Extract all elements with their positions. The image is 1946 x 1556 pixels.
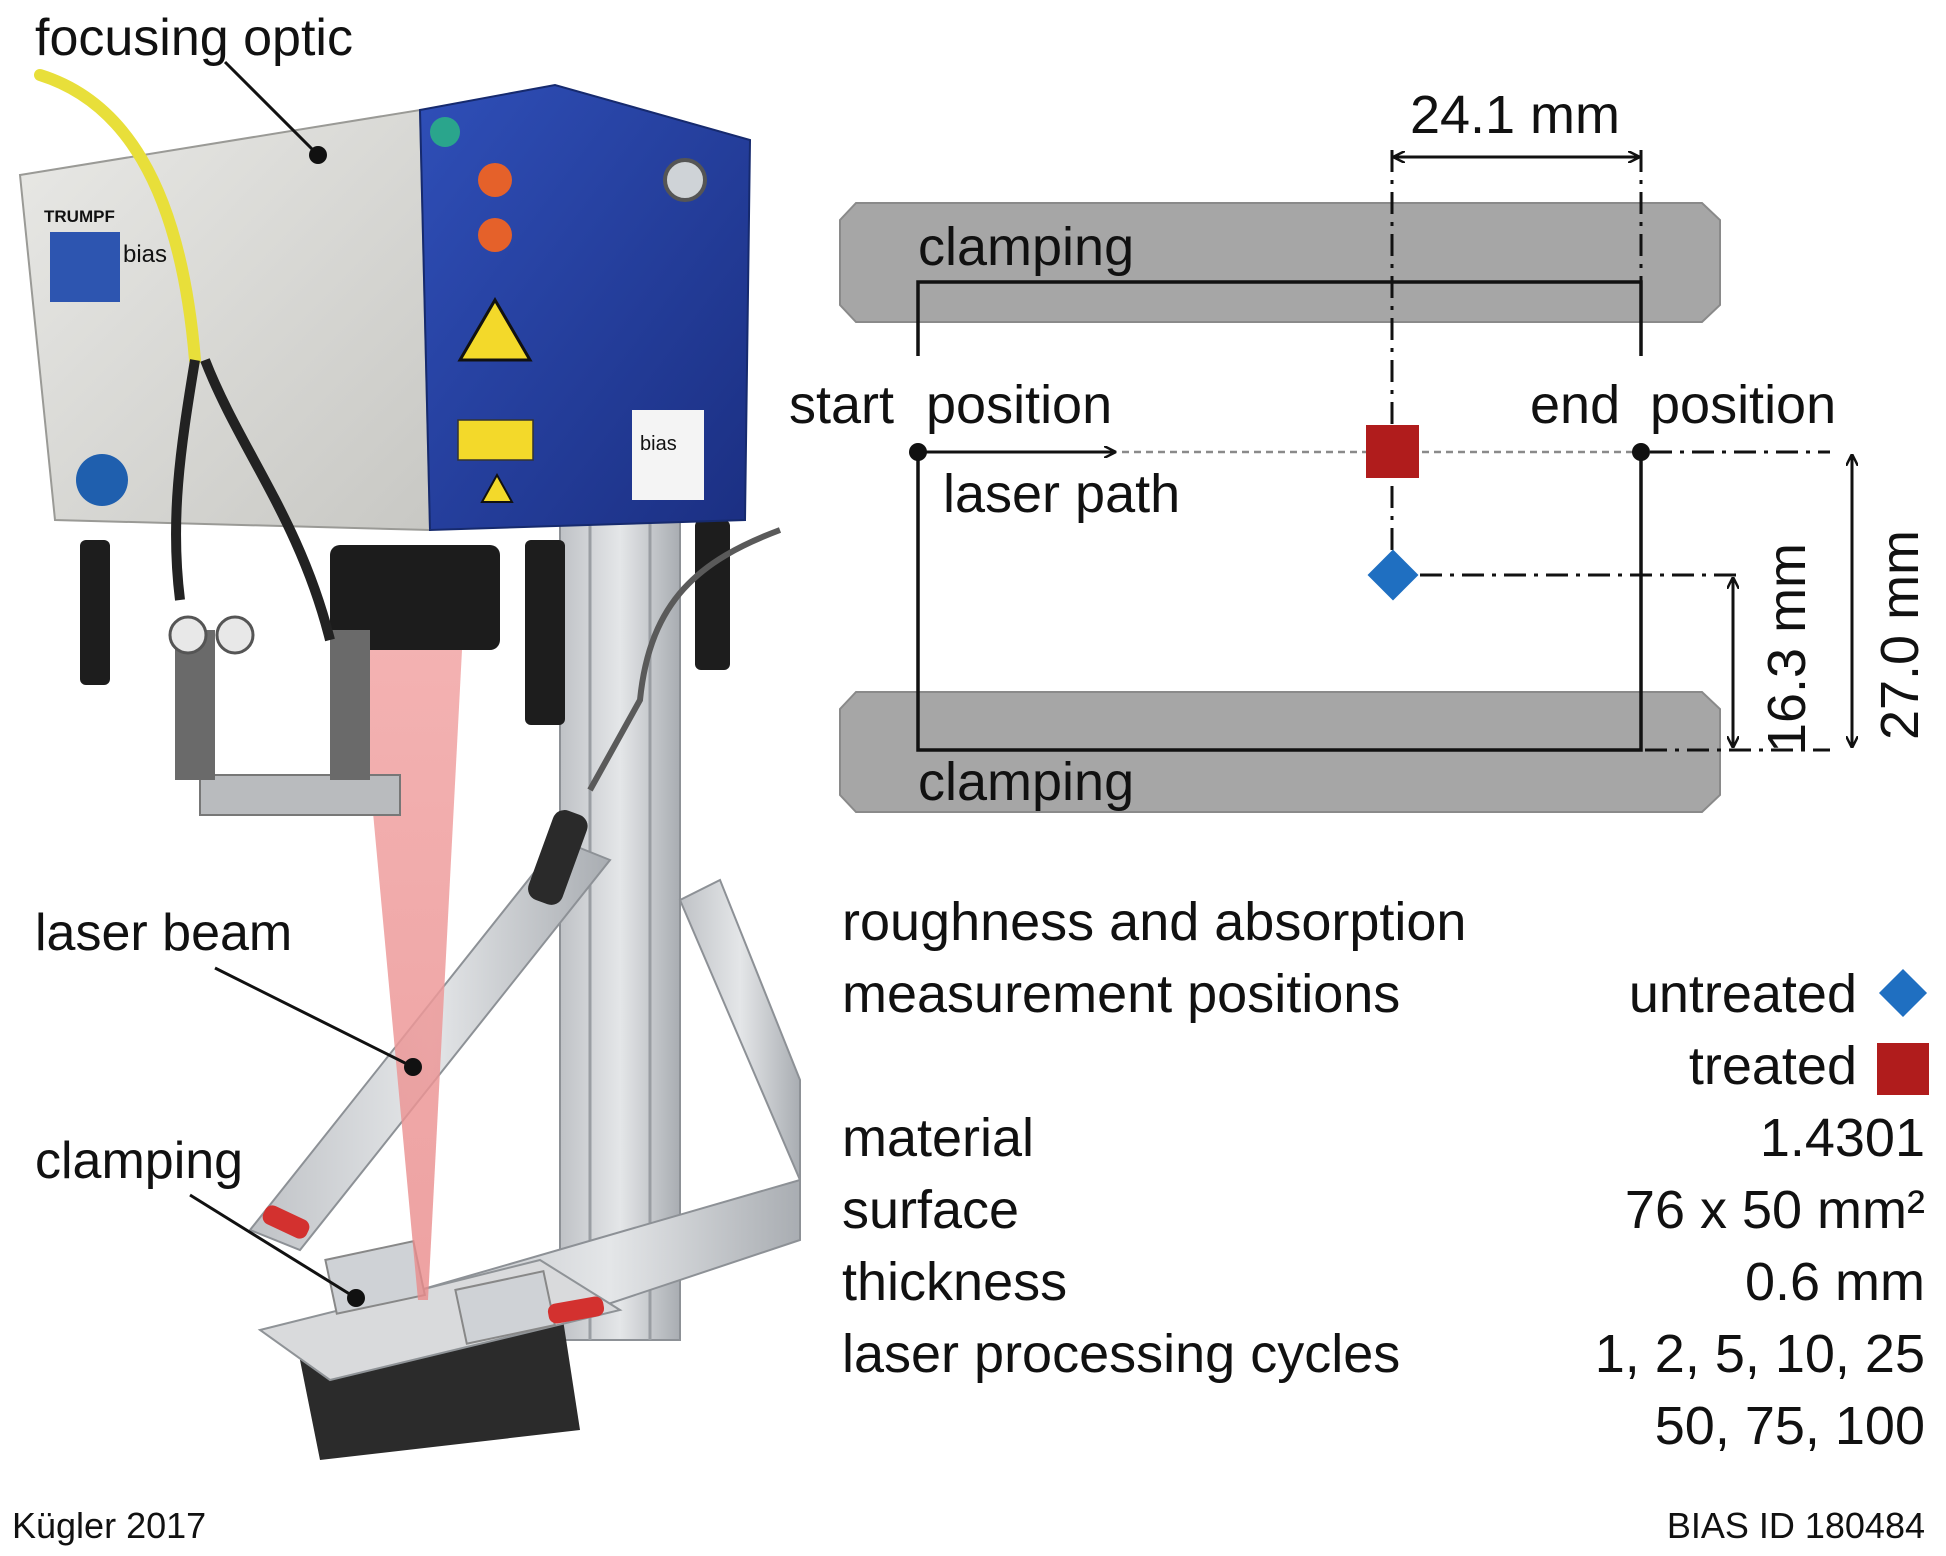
leader-focusing-optic [223,60,320,157]
lens-housing [330,545,500,650]
row-label-cycles: laser processing cycles [842,1324,1400,1384]
start-position-label: position [926,375,1112,435]
work-table-base [300,1300,580,1460]
footer-left: Kügler 2017 [12,1505,206,1546]
photo-annotations: focusing optic laser beam clamping [35,9,422,1307]
end-point [1632,443,1650,461]
row-label-thickness: thickness [842,1252,1067,1312]
sensor-head [528,810,588,905]
fiber-cable [34,69,201,366]
optic-holder-bracket [199,774,401,816]
machine-photo: TRUMPF bias bias [18,69,801,1460]
end-label: end [1530,375,1620,435]
legend-treated-icon [1877,1043,1929,1095]
row-value-thickness: 0.6 mm [1745,1252,1925,1312]
brand-text: TRUMPF [44,207,115,226]
safety-sign-icon [76,454,128,506]
pressure-gauge-left [168,615,208,655]
laser-path-label: laser path [943,464,1180,524]
frame-strut-right [678,878,801,1181]
info-heading-line2: measurement positions [842,964,1400,1024]
footer-right: BIAS ID 180484 [1667,1505,1925,1546]
info-block: roughness and absorption measurement pos… [842,892,1929,1456]
clamp-top-label: clamping [918,217,1134,277]
gas-hose [200,358,335,642]
row-value-cycles: 1, 2, 5, 10, 25 [1595,1324,1925,1384]
bias-logo: bias [640,433,677,455]
row-value-cycles-line2: 50, 75, 100 [1655,1396,1925,1456]
clamp-bar-bottom [839,691,1721,813]
treated-marker [1366,425,1419,478]
indicator-light-orange [478,218,512,252]
dot-laser-beam [404,1058,422,1076]
laser-warning-icon [457,297,533,362]
pressure-gauge-right [215,615,255,655]
bias-logo: bias [123,241,167,268]
laser-warning-label [457,419,534,461]
indicator-light-green [430,117,460,147]
legend-untreated-icon [1878,968,1928,1018]
row-value-surface: 76 x 50 mm² [1625,1180,1925,1240]
dim-vertical-large-label: 27.0 mm [1870,530,1930,740]
clamp-bar-top [839,202,1721,323]
gas-hose [171,359,200,601]
legend-treated-label: treated [1689,1036,1857,1096]
dim-horizontal-label: 24.1 mm [1410,85,1620,145]
laser-beam-cone [358,650,462,1300]
untreated-marker [1367,549,1419,601]
sensor-cable [587,527,782,792]
bias-sticker [632,410,704,500]
support-leg [80,540,110,685]
dot-clamping-photo [347,1289,365,1307]
start-label: start [789,375,894,435]
clamp-block-right [454,1270,557,1345]
clamp-handle-red-left [262,1205,310,1239]
key-switch [663,158,707,202]
label-clamping-photo: clamping [35,1132,243,1190]
row-label-surface: surface [842,1180,1019,1240]
frame-column [559,519,681,1341]
dim-vertical-small-label: 16.3 mm [1757,543,1817,753]
brand-logo-blue [50,232,120,302]
dot-focusing-optic [309,146,327,164]
label-focusing-optic: focusing optic [35,9,353,67]
support-leg [695,520,730,670]
clamp-handle-red-right [547,1296,605,1324]
specimen-outline [916,280,1643,752]
label-laser-beam: laser beam [35,904,292,962]
indicator-light-orange [478,163,512,197]
end-position-label: position [1650,375,1836,435]
clamp-bottom-label: clamping [918,752,1134,812]
start-point [909,443,927,461]
row-label-material: material [842,1108,1034,1168]
leader-clamping-photo [189,1193,357,1300]
support-leg [525,540,565,725]
schematic: clamping clamping start position end pos… [789,85,1930,813]
legend-untreated-label: untreated [1629,964,1857,1024]
row-value-material: 1.4301 [1760,1108,1925,1168]
laser-warning-icon-small [480,472,514,503]
info-heading-line1: roughness and absorption [842,892,1466,952]
leader-laser-beam [214,966,414,1069]
